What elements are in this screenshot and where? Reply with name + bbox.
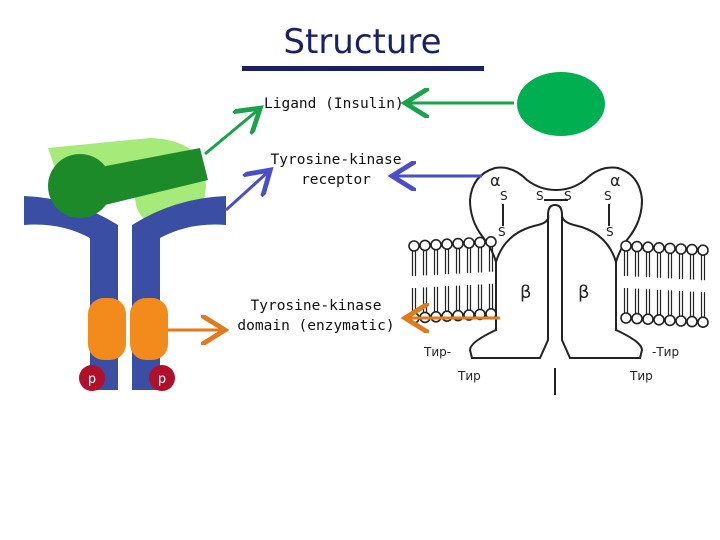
kinase-domain-right [130,298,168,360]
receptor-arrow-left [224,172,268,212]
tyr-left-label: Тир- [423,345,451,359]
alpha-left-label: α [490,171,501,190]
domain-label: Tyrosine-kinase domain (enzymatic) [226,296,406,336]
dark-ligand-stick [95,148,208,205]
lipid-head [452,237,464,250]
lipid-head [675,315,687,327]
lipid-head [474,236,486,249]
lipid-head [697,316,709,329]
lipid-head [631,240,643,253]
phosphate-right-circle [149,365,175,391]
lipid-head [620,312,632,324]
s-bond-label-1: S [500,189,508,203]
beta-left-label: β [520,282,532,303]
tyr-left-lower-label: Тир [457,369,481,383]
lipid-bilayer-left [408,236,497,324]
phosphate-right-label: p [158,372,166,387]
lipid-head [441,238,453,250]
lipid-head [620,240,632,252]
receptor-label-line1: Tyrosine-kinase [270,152,402,168]
lipid-head [463,237,475,249]
tyr-right-label: -Тир [652,345,679,359]
page-title: Structure [283,22,442,62]
alpha-right-label: α [610,171,621,190]
ligand-label: Ligand (Insulin) [264,96,404,112]
detailed-receptor [468,166,644,395]
lipid-head [686,315,698,328]
s-bond-label-2: S [498,225,506,239]
receptor-label: Tyrosine-kinase receptor [256,150,416,190]
s-bond-label-5: S [604,189,612,203]
lipid-head [686,243,698,256]
beta-right-label: β [578,282,590,303]
lipid-bilayer-right [620,240,709,329]
lipid-head [653,313,665,326]
lipid-head [697,244,709,256]
arrows [168,103,514,330]
lipid-head [653,242,665,254]
schematic-receptor: p p [24,138,226,391]
receptor-label-line2: receptor [301,172,371,188]
ligand-arrow-left [204,110,258,156]
lipid-head [419,239,431,252]
receptor-right-arm [132,196,226,390]
lipid-head [664,242,676,255]
tyr-right-lower-label: Тир [629,369,653,383]
domain-label-line2: domain (enzymatic) [237,318,395,334]
lipid-head [441,310,453,323]
lipid-head [642,313,654,326]
title-underline [242,66,484,71]
domain-label-line1: Tyrosine-kinase [250,298,382,314]
s-bond-label-6: S [606,225,614,239]
receptor-outline [468,166,644,359]
phosphate-left-circle [79,365,105,391]
lipid-head [675,243,687,255]
kinase-domain-left [88,298,126,360]
lipid-head [631,312,643,325]
lipid-head [408,240,420,252]
lipid-head [485,236,497,248]
lipid-head [642,241,654,253]
phosphate-left-label: p [88,372,96,387]
lipid-head [664,314,676,327]
insulin-ligand-ellipse [517,72,605,136]
lipid-head [430,239,442,251]
receptor-left-arm [24,196,118,390]
s-bond-label-4: S [564,189,572,203]
s-bond-label-3: S [536,189,544,203]
